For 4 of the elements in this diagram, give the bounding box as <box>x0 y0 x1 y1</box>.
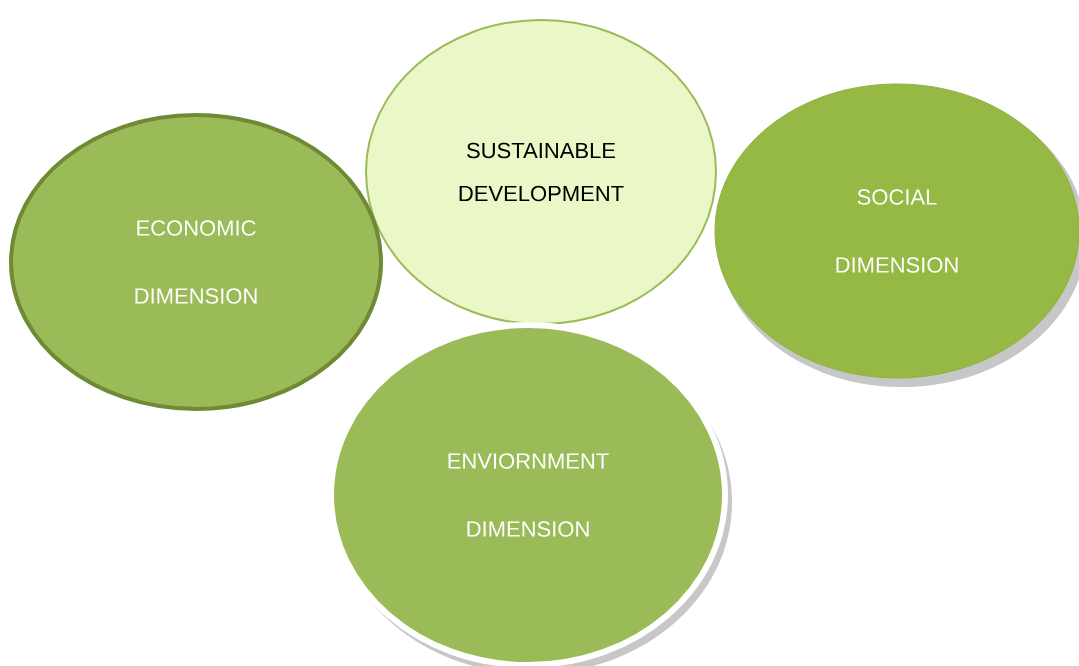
ellipse-node: SUSTAINABLE DEVELOPMENT <box>365 19 717 325</box>
ellipse-node: ENVIORNMENT DIMENSION <box>328 322 732 666</box>
ellipse-node: SOCIAL DIMENSION <box>714 83 1079 387</box>
ellipse-node: ECONOMIC DIMENSION <box>9 113 383 411</box>
